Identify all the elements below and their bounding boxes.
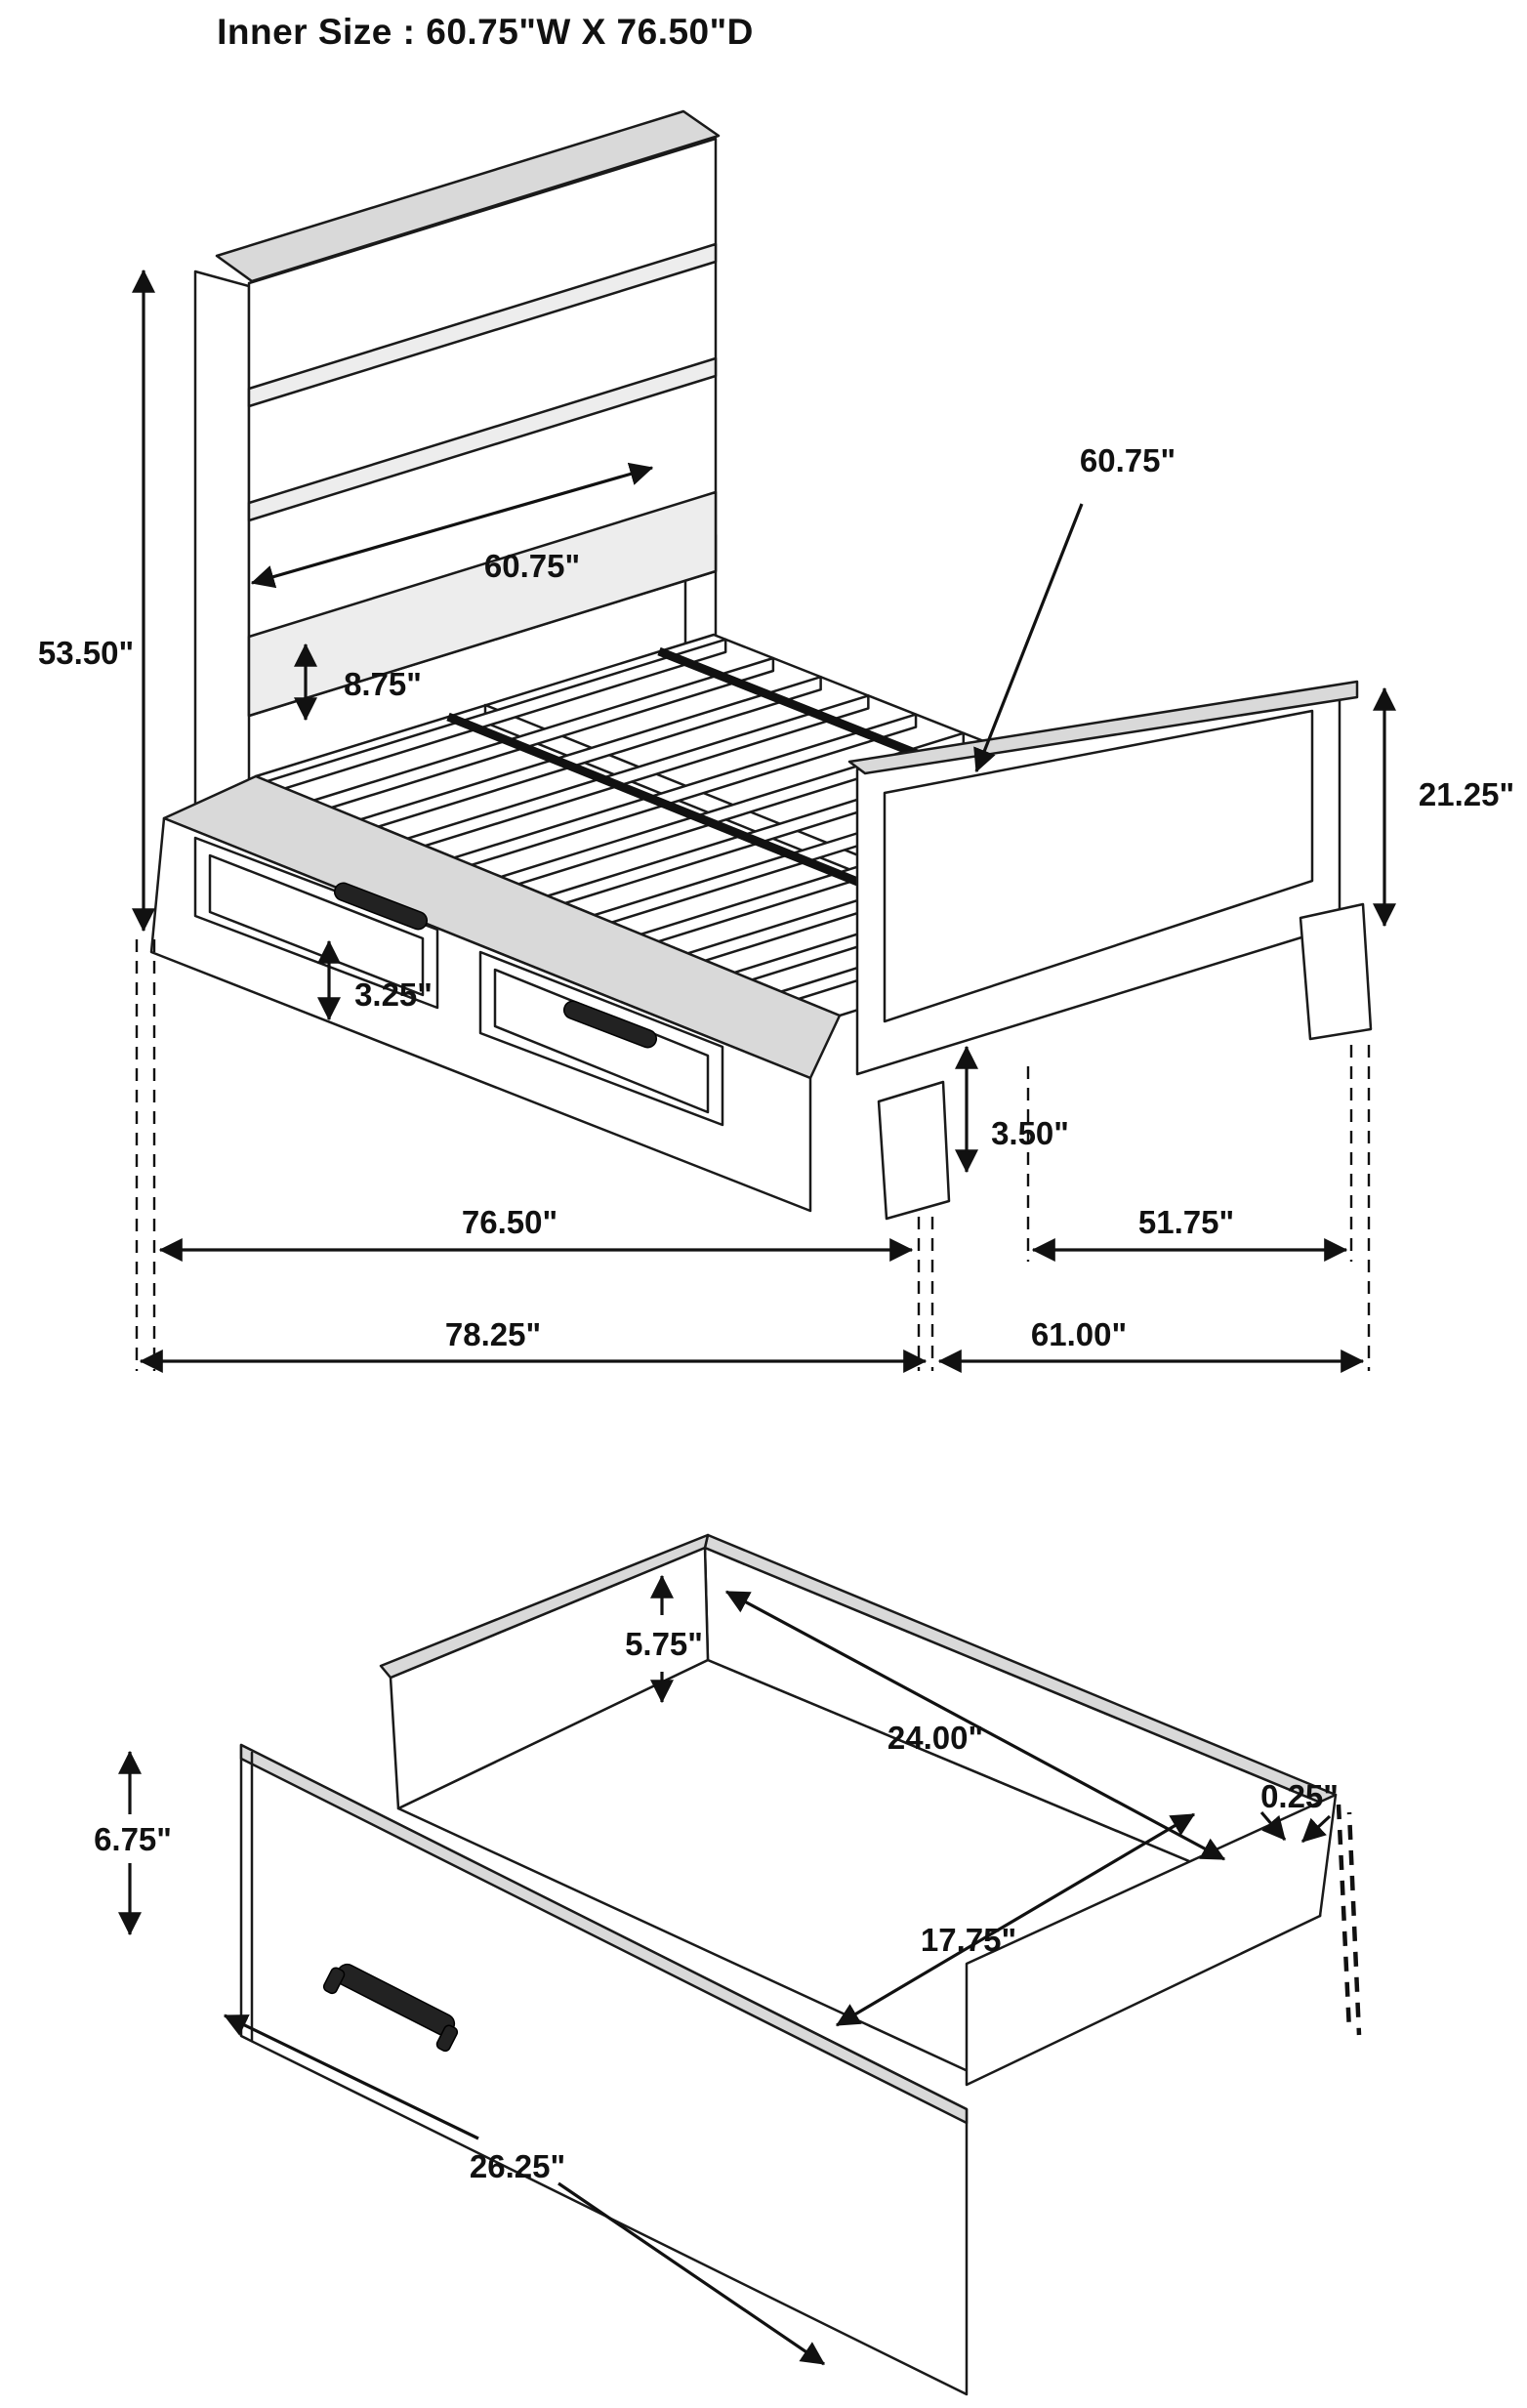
label-inner-width-callout: 60.75" <box>1080 442 1176 478</box>
footboard-right-leg <box>1299 902 1373 1041</box>
headboard-cap-rail <box>215 109 721 283</box>
bed-dimension-arrows <box>132 269 1396 1373</box>
label-inner-width-diag: 60.75" <box>484 548 580 584</box>
dim-arrow-front-width-bottom <box>557 2181 825 2366</box>
bed-drawer-front-2 <box>478 950 724 1127</box>
dim-arrow-wall-thickness-left <box>1259 1810 1287 1842</box>
bed-drawer-front-1-inner <box>208 853 425 997</box>
front-panel-top-edge <box>239 1743 969 2125</box>
leader-inner-width-callout <box>973 503 1084 773</box>
bed-diagram: 53.50" 8.75" 60.75" 60.75" 21.25" 3.25" … <box>38 109 1514 1373</box>
drawer-front-panel <box>239 1743 969 2396</box>
headboard-slat-rail-1 <box>247 242 718 408</box>
label-side-rail-length: 76.50" <box>462 1204 557 1240</box>
label-front-height: 6.75" <box>94 1821 172 1857</box>
dim-arrow-inner-width <box>250 462 654 589</box>
drawer-dimension-labels: 5.75" 24.00" 0.25" 17.75" 6.75" 26.25" <box>94 1626 1339 2184</box>
label-wall-thickness: 0.25" <box>1260 1778 1339 1814</box>
drawer-dimension-arrows <box>118 1574 1332 2366</box>
footboard-left-leg <box>877 1080 951 1221</box>
label-headboard-height: 53.50" <box>38 635 134 671</box>
footboard-inner-panel <box>883 709 1314 1023</box>
side-rail <box>149 774 842 1213</box>
label-inner-depth: 17.75" <box>921 1922 1016 1958</box>
dim-arrow-wall-thickness-right <box>1300 1814 1332 1844</box>
drawer-diagram: 5.75" 24.00" 0.25" 17.75" 6.75" 26.25" <box>94 1533 1362 2396</box>
label-overall-width: 61.00" <box>1031 1316 1127 1352</box>
label-panel-gap: 8.75" <box>344 666 422 702</box>
drawer-handle <box>322 1963 459 2053</box>
label-inner-width: 24.00" <box>887 1720 983 1756</box>
dim-arrow-front-width-top <box>223 2014 479 2140</box>
bed-dimension-labels: 53.50" 8.75" 60.75" 60.75" 21.25" 3.25" … <box>38 442 1514 1352</box>
page-title: Inner Size : 60.75"W X 76.50"D <box>217 12 754 52</box>
label-overall-depth: 78.25" <box>445 1316 541 1352</box>
footboard <box>847 680 1373 1221</box>
dovetail-joint-edge <box>1346 1811 1362 2036</box>
label-inner-height: 5.75" <box>625 1626 703 1662</box>
label-footboard-inner-width: 51.75" <box>1138 1204 1234 1240</box>
bed-drawer-handle-2 <box>562 1000 658 1049</box>
drawer-left-wall-top-edge <box>379 1533 710 1680</box>
dovetail-joint-edge <box>1336 1804 1352 2032</box>
label-front-width: 26.25" <box>470 2148 565 2184</box>
label-footboard-clearance: 3.50" <box>991 1115 1069 1151</box>
label-footboard-height: 21.25" <box>1419 776 1514 812</box>
label-rail-clearance: 3.25" <box>354 976 433 1013</box>
dim-arrow-inner-depth <box>835 1812 1196 2027</box>
bed-drawer-handle-1 <box>333 882 429 931</box>
bed-extension-lines <box>135 939 1371 1371</box>
